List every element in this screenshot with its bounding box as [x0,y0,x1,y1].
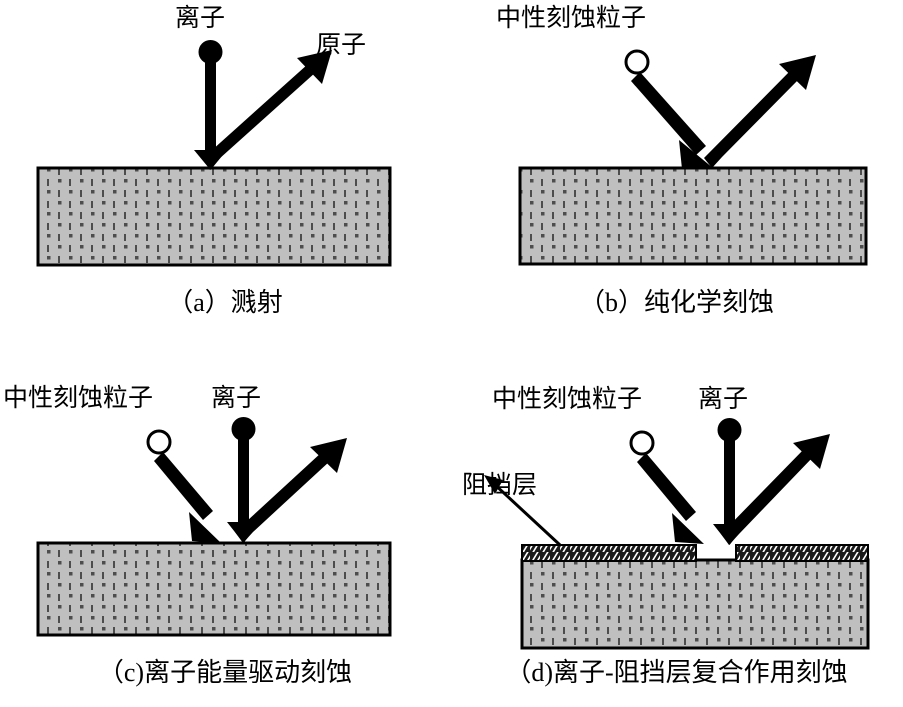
panel-c-graphics [36,417,392,637]
panel-a-graphics [36,40,392,267]
label-neutral-etch-particle: 中性刻蚀粒子 [3,385,154,412]
label-atom: 原子 [316,32,367,59]
product-outgoing-arrow [235,438,347,543]
panel-b-graphics [518,49,868,266]
neutral-incoming-arrow [629,430,704,544]
caption-panel-a: （a）溅射 [167,288,283,317]
substrate-block [36,541,392,637]
label-ion: 离子 [211,385,262,412]
substrate-block [518,166,868,266]
panel-c-ion-energy-driven-etch: 中性刻蚀粒子 离子 （c)离子能量驱动刻蚀 [0,360,450,707]
barrier-leader-arrow [484,475,562,547]
substrate-block [36,166,392,267]
panel-d-graphics [484,418,870,650]
caption-panel-c: （c)离子能量驱动刻蚀 [97,658,353,687]
label-barrier-layer: 阻挡层 [462,472,538,499]
neutral-particle-hollow [629,430,655,456]
caption-panel-b: （b）纯化学刻蚀 [578,288,774,317]
neutral-incoming-arrow [624,49,713,169]
neutral-particle-hollow [146,429,172,455]
label-ion: 离子 [698,386,749,413]
panel-b-pure-chemical-etch: 中性刻蚀粒子 （b）纯化学刻蚀 [450,0,903,340]
panel-d-ion-barrier-synergy-etch: 中性刻蚀粒子 离子 阻挡层 （d)离子-阻挡层复合作用刻蚀 [450,360,903,707]
caption-panel-d: （d)离子-阻挡层复合作用刻蚀 [505,658,848,687]
atom-outgoing-arrow [209,50,332,170]
product-outgoing-arrow [704,55,816,168]
label-neutral-etch-particle: 中性刻蚀粒子 [492,386,643,413]
barrier-layer-right [735,544,869,562]
label-ion: 离子 [175,5,226,32]
neutral-incoming-arrow [146,429,221,543]
ion-particle-filled [231,417,256,441]
label-neutral-etch-particle: 中性刻蚀粒子 [496,5,647,32]
substrate-block [520,558,870,650]
ion-particle-filled [717,418,742,442]
ion-particle-filled [198,40,223,64]
product-outgoing-arrow [721,434,830,545]
panel-a-sputtering: 离子 原子 （a）溅射 [0,0,450,340]
neutral-particle-hollow [624,49,650,75]
barrier-layer-left [521,544,697,562]
